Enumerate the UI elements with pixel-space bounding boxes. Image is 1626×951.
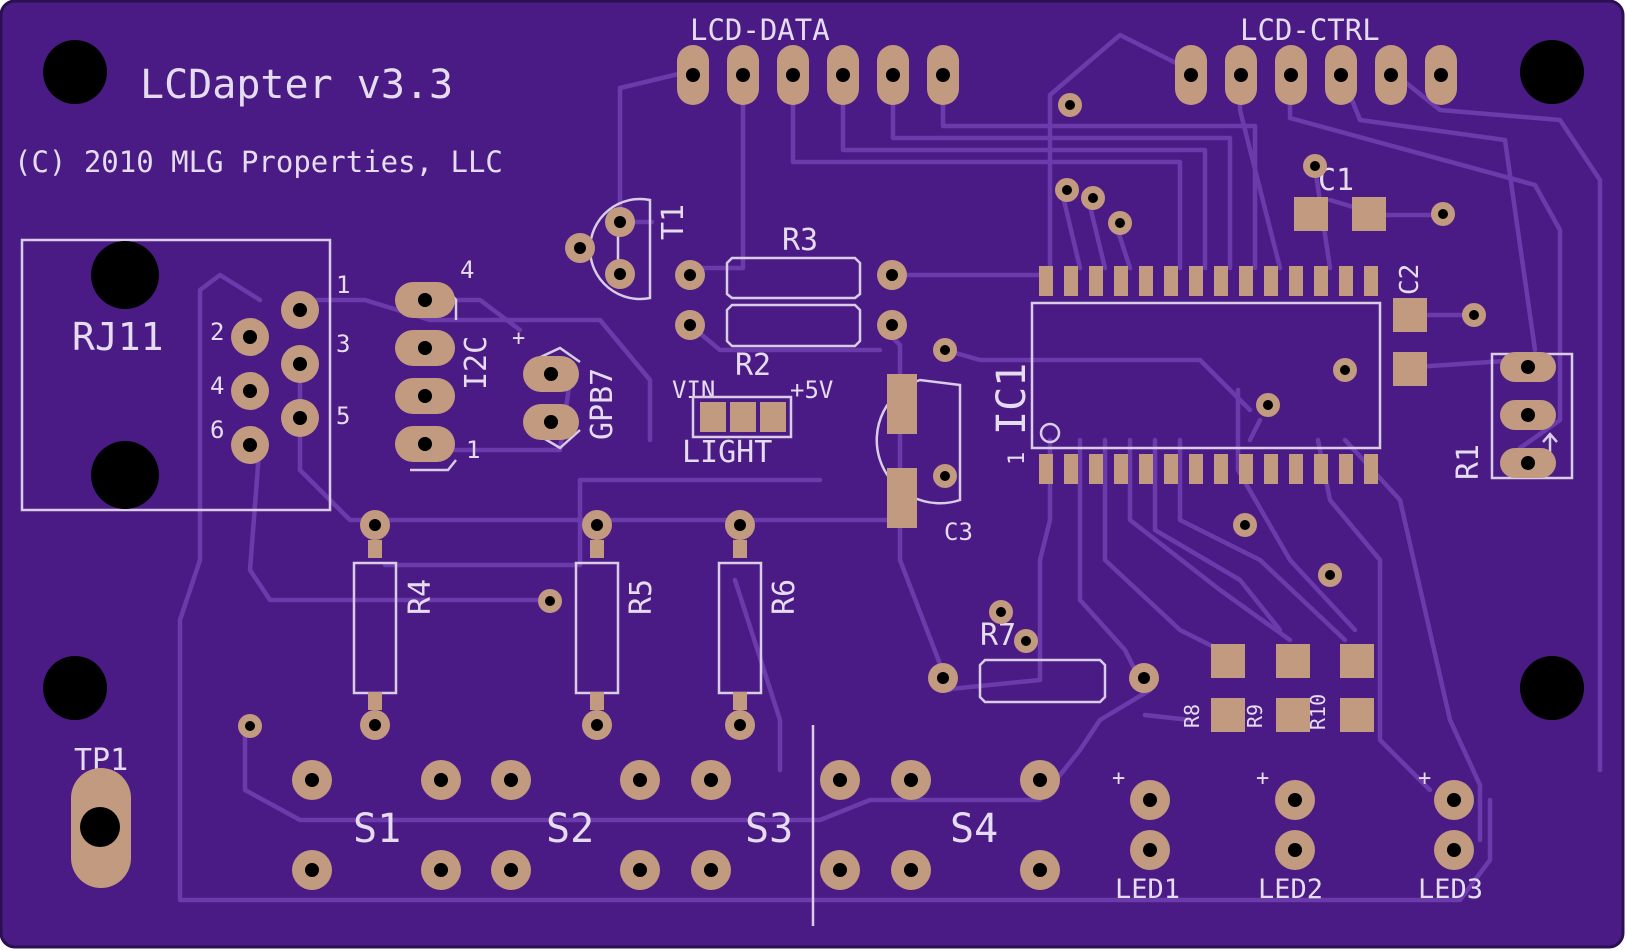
rj11-hole-top (91, 241, 159, 309)
ic1-label: IC1 (989, 363, 1035, 435)
tp1-pad (71, 768, 131, 888)
r4-r5-r6-pads (360, 510, 755, 740)
lcd-data-label: LCD-DATA (690, 13, 830, 47)
s2-label: S2 (546, 806, 594, 852)
r1-pads (1500, 352, 1556, 478)
switch-pads (292, 760, 1060, 890)
led1-plus: + (1112, 766, 1125, 791)
copper-traces (177, 32, 1603, 903)
t1-label: T1 (656, 204, 691, 240)
r9-label: R9 (1243, 704, 1267, 728)
r6-label: R6 (767, 579, 802, 615)
jumper-5v: +5V (790, 376, 833, 404)
rj11-pin-5: 5 (336, 402, 350, 430)
r2-r3-pads (675, 260, 907, 340)
r3-outline (725, 256, 862, 300)
board-title: LCDapter v3.3 (140, 62, 453, 108)
i2c-pin-1: 1 (466, 436, 480, 464)
lcd-data-header (677, 45, 959, 105)
lcd-ctrl-header (1175, 45, 1457, 105)
c3-label: C3 (944, 518, 973, 546)
rj11-pin-2: 2 (210, 318, 224, 346)
led1-label: LED1 (1115, 874, 1180, 905)
copper-pads (43, 40, 1584, 890)
i2c-header (395, 282, 455, 462)
led2-plus: + (1256, 766, 1269, 791)
rj11-pads (231, 291, 319, 464)
mounting-hole-br (1520, 656, 1584, 720)
mounting-hole-tl (43, 40, 107, 104)
r8-label: R8 (1180, 704, 1204, 728)
gpb7-plus: + (512, 326, 525, 351)
i2c-label: I2C (459, 336, 494, 390)
r1-label: R1 (1451, 444, 1486, 480)
mounting-hole-tr (1520, 40, 1584, 104)
led-pads (1130, 780, 1474, 870)
rj11-pin-6: 6 (210, 416, 224, 444)
led3-label: LED3 (1418, 874, 1483, 905)
r2-label: R2 (735, 348, 771, 383)
r2-outline (725, 303, 862, 348)
jumper-light: LIGHT (682, 435, 772, 470)
board-copyright: (C) 2010 MLG Properties, LLC (14, 145, 503, 179)
led2-label: LED2 (1258, 874, 1323, 905)
jumper-pads (700, 402, 786, 432)
jumper-outline (691, 395, 793, 439)
rj11-label: RJ11 (72, 315, 164, 359)
ic1-outline (1030, 301, 1382, 450)
ic1-pads (1039, 266, 1378, 484)
r5-label: R5 (624, 579, 659, 615)
vias (238, 93, 1486, 738)
gpb7-header (523, 356, 579, 440)
i2c-pin-4: 4 (460, 256, 474, 284)
c1-c2-pads (1294, 197, 1427, 386)
rj11-pin-3: 3 (336, 330, 350, 358)
r3-label: R3 (782, 223, 818, 258)
c2-label: C2 (1395, 264, 1425, 295)
r7-outline (978, 658, 1107, 704)
s3-label: S3 (745, 806, 793, 852)
led3-plus: + (1418, 766, 1431, 791)
t1-pads (565, 207, 635, 289)
lcd-ctrl-label: LCD-CTRL (1240, 13, 1380, 47)
r4-label: R4 (403, 579, 438, 615)
ic1-pin1-label: 1 (1005, 452, 1030, 465)
rj11-pin-1: 1 (336, 271, 350, 299)
r8-r9-r10-pads (1211, 644, 1374, 732)
rj11-outline (20, 238, 332, 512)
r7-pads (928, 663, 1159, 693)
rj11-hole-bottom (91, 441, 159, 509)
r7-label: R7 (980, 618, 1016, 653)
s1-label: S1 (353, 806, 401, 852)
silkscreen-text: LCDapter v3.3 (C) 2010 MLG Properties, L… (14, 13, 1486, 905)
s4-label: S4 (950, 806, 998, 852)
mounting-hole-bl (43, 656, 107, 720)
rj11-pin-4: 4 (210, 372, 224, 400)
c3-pads (887, 338, 957, 528)
gpb7-label: GPB7 (585, 368, 620, 440)
